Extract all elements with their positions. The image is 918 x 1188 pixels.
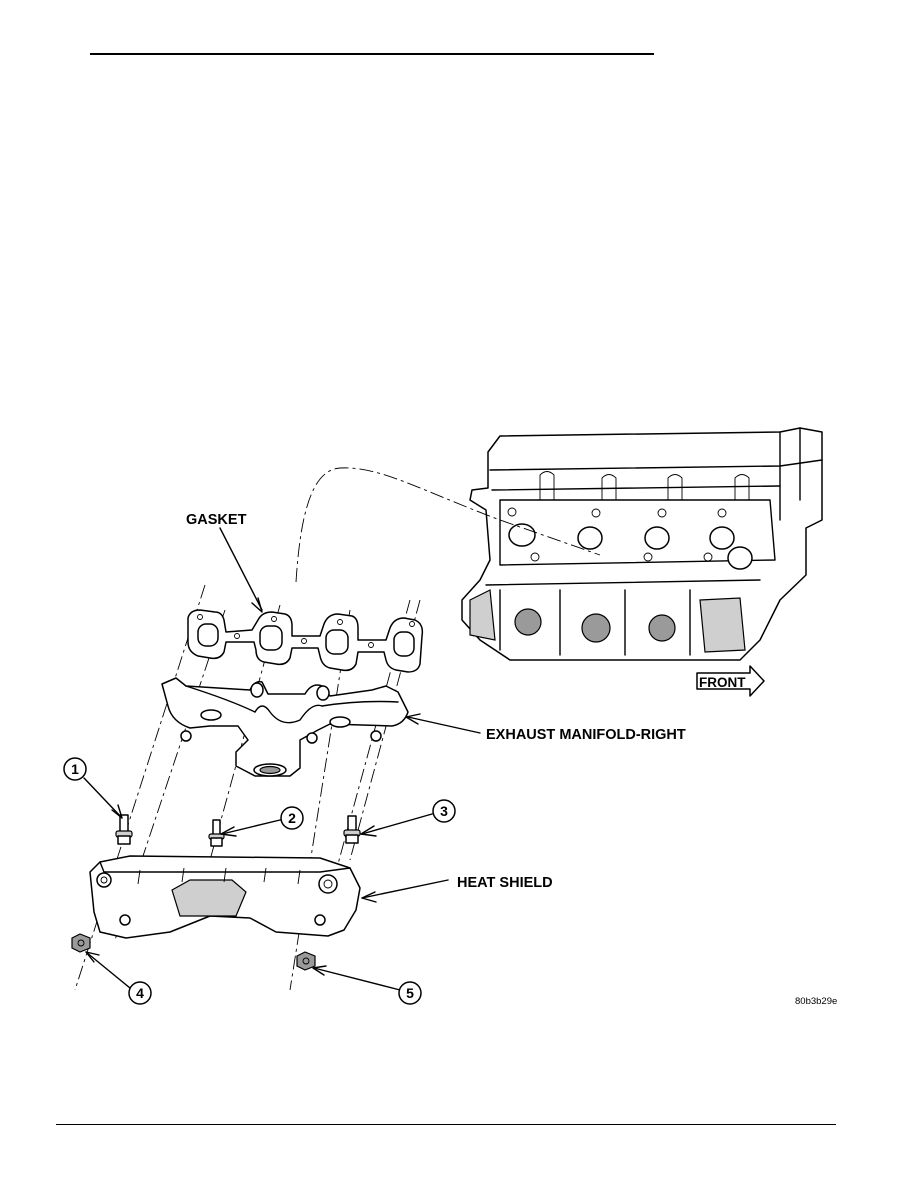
bolt-1-icon — [115, 814, 133, 845]
front-arrow-icon: FRONT — [696, 665, 765, 697]
label-heat-shield: HEAT SHIELD — [457, 875, 553, 891]
gasket-illustration — [187, 609, 424, 673]
svg-text:2: 2 — [288, 810, 296, 826]
svg-text:4: 4 — [136, 985, 144, 1001]
bolt-2-icon — [208, 819, 225, 847]
figure-code: 80b3b29e — [795, 996, 837, 1007]
svg-text:1: 1 — [71, 761, 79, 777]
callout-4: 4 — [128, 981, 152, 1005]
callout-2: 2 — [280, 806, 304, 830]
svg-text:FRONT: FRONT — [699, 675, 746, 690]
cylinder-head-illustration — [461, 427, 823, 661]
bolt-3-icon — [343, 815, 361, 844]
footer-rule — [56, 1124, 836, 1125]
exhaust-manifold-illustration — [161, 677, 409, 777]
svg-text:3: 3 — [440, 803, 448, 819]
header-rule — [90, 53, 654, 55]
callout-3: 3 — [432, 799, 456, 823]
nut-4-icon — [71, 933, 91, 953]
heat-shield-illustration — [89, 855, 361, 939]
callout-5: 5 — [398, 981, 422, 1005]
svg-text:5: 5 — [406, 985, 414, 1001]
label-leaders — [83, 527, 481, 991]
label-gasket: GASKET — [186, 512, 247, 528]
nut-5-icon — [296, 951, 316, 971]
alignment-leader — [295, 467, 601, 583]
label-exhaust-manifold: EXHAUST MANIFOLD-RIGHT — [486, 727, 686, 743]
callout-1: 1 — [63, 757, 87, 781]
